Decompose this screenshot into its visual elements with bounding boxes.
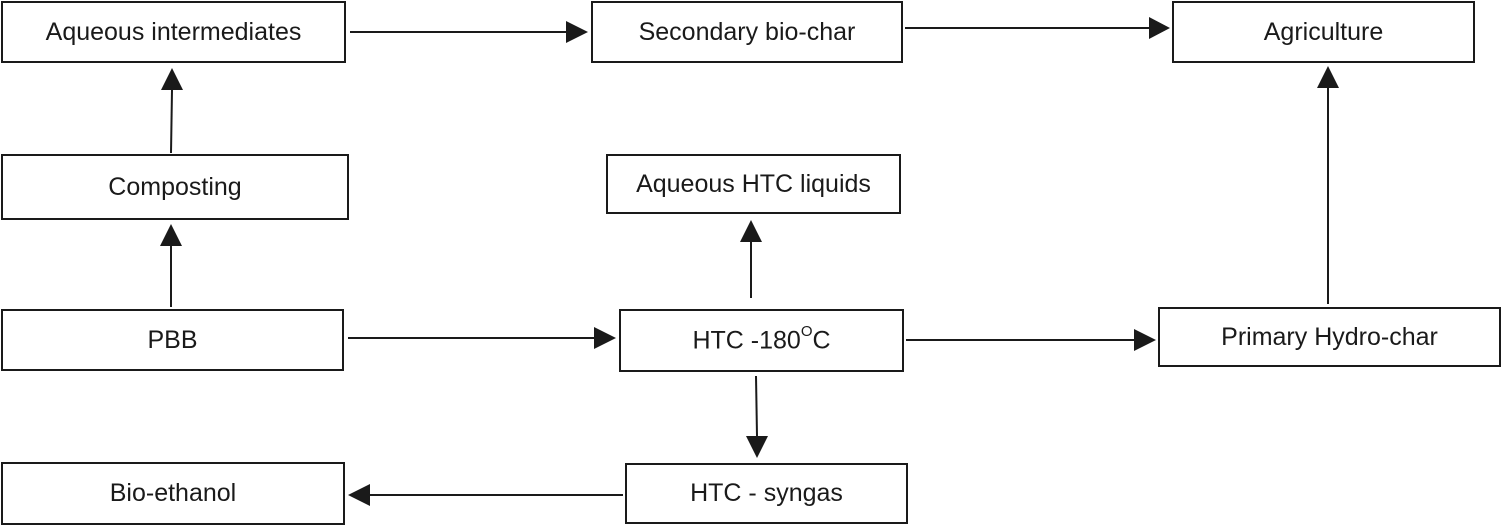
node-secondary-biochar: Secondary bio-char [591, 1, 903, 63]
node-label: HTC -180OC [692, 322, 831, 355]
node-label: Bio-ethanol [109, 479, 237, 507]
arrowhead-aqueous-htc-liquids [740, 220, 762, 242]
node-agriculture: Agriculture [1172, 1, 1475, 63]
arrowhead-agriculture-left [1149, 17, 1170, 39]
node-label: Aqueous intermediates [45, 17, 302, 46]
arrowhead-htc [594, 327, 616, 349]
degree-superscript: O [800, 322, 813, 340]
arrowhead-composting [160, 224, 182, 246]
node-pbb: PBB [1, 309, 344, 371]
node-label-main: HTC -180 [692, 326, 801, 355]
arrowhead-agriculture-up [1317, 66, 1339, 88]
node-label-unit: C [812, 326, 831, 355]
node-label: Secondary bio-char [638, 17, 856, 46]
arrowhead-aqueous-intermediates [161, 68, 183, 90]
node-label: Primary Hydro-char [1221, 322, 1438, 351]
node-primary-hydrochar: Primary Hydro-char [1158, 307, 1501, 367]
arrowhead-bio-ethanol [348, 484, 370, 506]
arrowhead-primary-hydrochar [1134, 329, 1156, 351]
edge-composting-to-aqueous-intermediates [170, 89, 173, 154]
node-label: Aqueous HTC liquids [636, 169, 871, 198]
edge-htc-to-htc-syngas [755, 375, 758, 437]
node-composting: Composting [1, 154, 349, 220]
node-htc-180c: HTC -180OC [619, 309, 904, 372]
node-label: PBB [147, 325, 198, 354]
node-label: HTC - syngas [690, 479, 843, 507]
arrowhead-secondary-biochar [566, 21, 588, 43]
node-aqueous-htc-liquids: Aqueous HTC liquids [606, 154, 901, 214]
arrowhead-htc-syngas [746, 436, 768, 458]
node-aqueous-intermediates: Aqueous intermediates [1, 1, 346, 63]
node-bio-ethanol: Bio-ethanol [1, 462, 345, 525]
node-label: Agriculture [1263, 17, 1384, 46]
node-label: Composting [108, 172, 242, 201]
node-htc-syngas: HTC - syngas [625, 463, 908, 524]
